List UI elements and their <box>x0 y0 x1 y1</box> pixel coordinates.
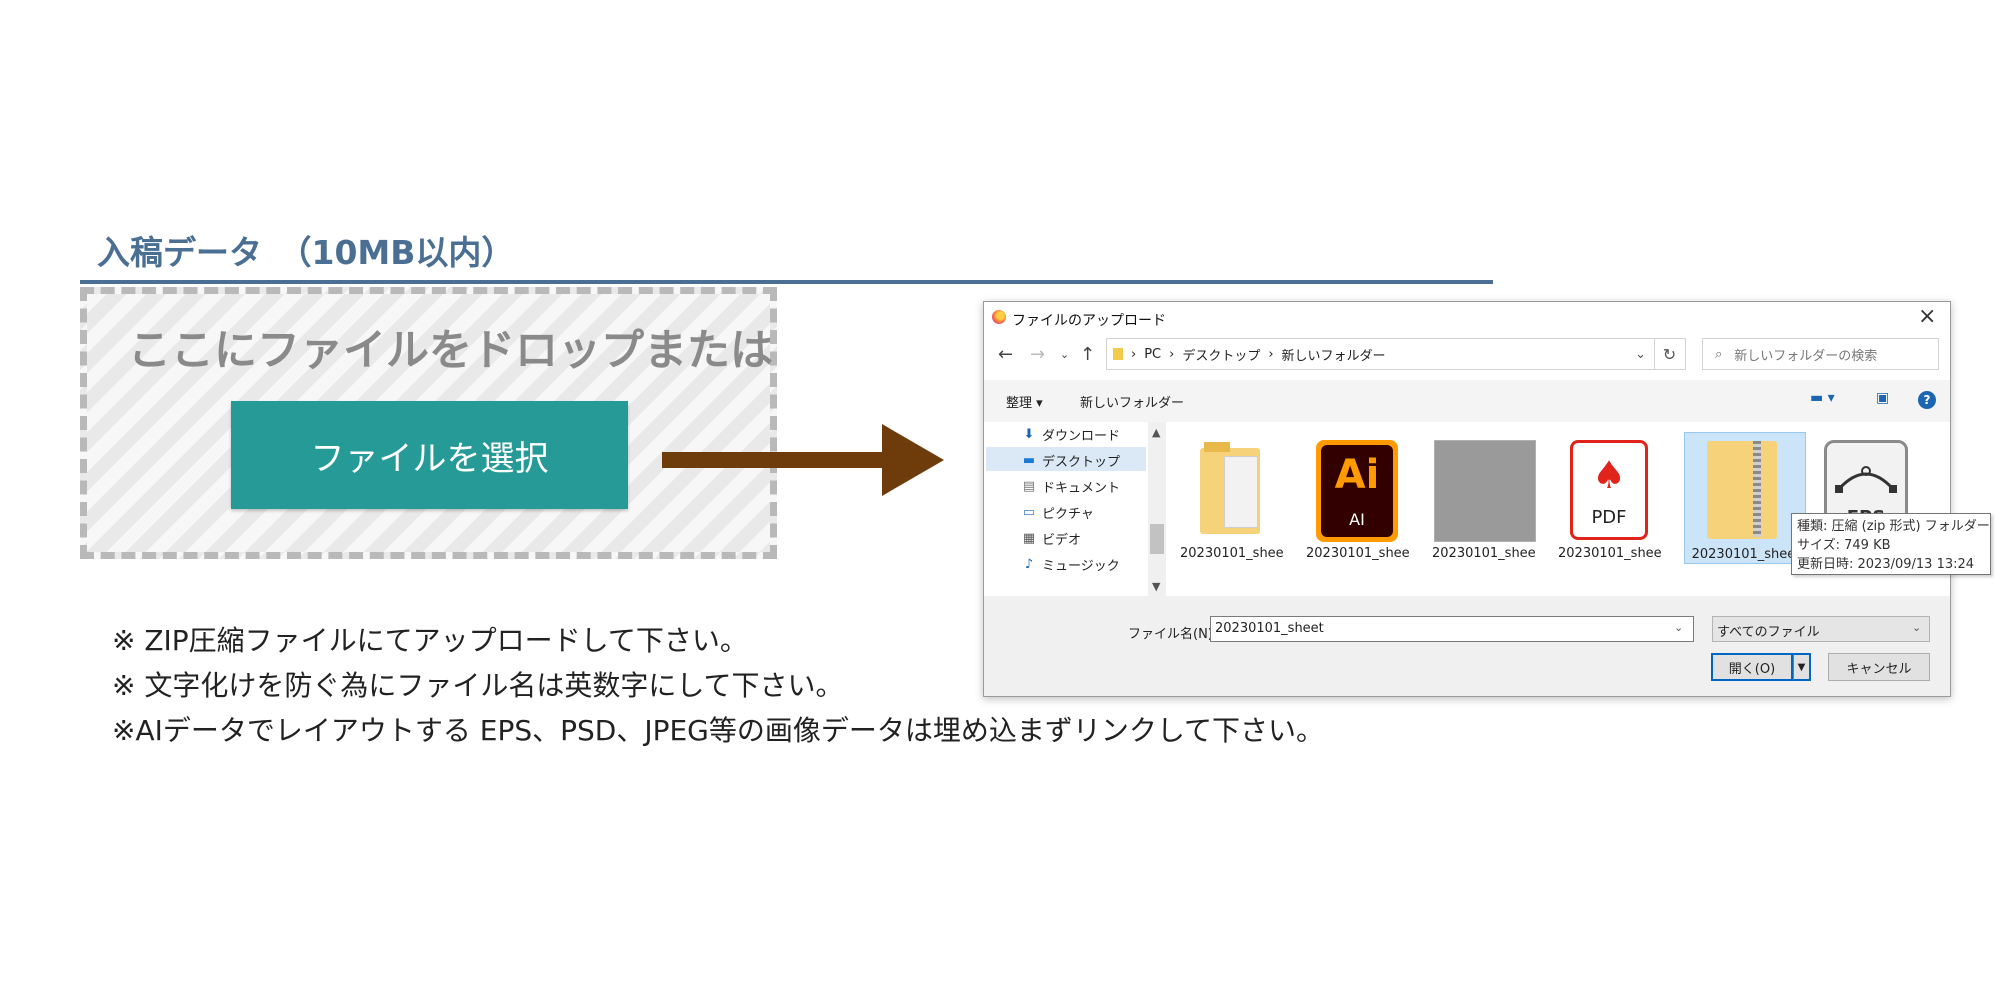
nav-item-music[interactable]: ♪ ミュージック <box>1022 555 1120 574</box>
file-upload-dialog: ファイルのアップロード × ← → ⌄ ↑ › PC › デスクトップ › 新し… <box>983 301 1951 697</box>
download-icon: ⬇ <box>1023 427 1035 442</box>
video-icon: ▦ <box>1022 531 1036 546</box>
file-name: 20230101_sheet <box>1432 546 1536 561</box>
file-name: 20230101_sheet <box>1180 546 1284 561</box>
image-thumbnail-icon <box>1434 440 1536 542</box>
cancel-button[interactable]: キャンセル <box>1828 653 1930 681</box>
file-tooltip: 種類: 圧縮 (zip 形式) フォルダー サイズ: 749 KB 更新日時: … <box>1791 513 1991 575</box>
scrollbar-thumb[interactable] <box>1150 524 1164 554</box>
filetype-select[interactable]: すべてのファイル <box>1712 616 1930 642</box>
note-link: ※AIデータでレイアウトする EPS、PSD、JPEG等の画像データは埋め込まず… <box>112 714 1325 747</box>
up-arrow-icon[interactable]: ↑ <box>1080 344 1096 365</box>
folder-small-icon <box>1113 348 1123 360</box>
file-item-image[interactable]: 20230101_sheet <box>1432 432 1536 564</box>
eps-icon: EPS <box>1824 440 1908 522</box>
file-item-eps[interactable]: EPS <box>1814 432 1934 522</box>
acrobat-glyph-icon: ♠ <box>1591 453 1627 497</box>
desktop-icon: ▬ <box>1022 453 1036 468</box>
file-item-pdf[interactable]: ♠ PDF 20230101_sheet <box>1558 432 1662 564</box>
nav-selection-highlight <box>986 447 1146 471</box>
open-button[interactable]: 開く(O) <box>1711 653 1793 681</box>
nav-item-label: ダウンロード <box>1042 429 1121 444</box>
scroll-down-icon[interactable]: ▼ <box>1152 580 1161 593</box>
toolbar <box>984 380 1950 422</box>
firefox-icon <box>992 310 1006 324</box>
recent-chevron-icon[interactable]: ⌄ <box>1060 348 1070 361</box>
nav-scrollbar[interactable] <box>1148 422 1166 596</box>
scroll-up-icon[interactable]: ▲ <box>1152 426 1161 439</box>
pdf-sub-text: PDF <box>1591 507 1627 528</box>
nav-item-label: ドキュメント <box>1042 481 1121 496</box>
filename-label: ファイル名(N): <box>1128 627 1218 642</box>
folder-icon <box>1200 442 1262 534</box>
file-item-folder[interactable]: 20230101_sheet <box>1180 432 1284 564</box>
refresh-icon[interactable]: ↻ <box>1654 338 1686 370</box>
nav-item-documents[interactable]: ▤ ドキュメント <box>1022 477 1120 496</box>
document-icon: ▤ <box>1022 479 1036 494</box>
tooltip-size: サイズ: 749 KB <box>1797 538 1891 553</box>
address-bar[interactable]: › PC › デスクトップ › 新しいフォルダー ⌄ <box>1106 338 1655 370</box>
new-folder-button[interactable]: 新しいフォルダー <box>1080 396 1185 411</box>
organize-button[interactable]: 整理 ▾ <box>1006 396 1043 411</box>
tooltip-type: 種類: 圧縮 (zip 形式) フォルダー <box>1797 519 1990 534</box>
ai-badge-text: Ai <box>1334 452 1380 498</box>
nav-item-label: ビデオ <box>1042 533 1082 548</box>
nav-item-downloads[interactable]: ⬇ ダウンロード <box>1022 425 1120 444</box>
back-arrow-icon[interactable]: ← <box>998 344 1014 365</box>
chevron-down-icon[interactable]: ⌄ <box>1674 621 1684 634</box>
picture-icon: ▭ <box>1022 505 1036 520</box>
illustrator-icon: Ai AI <box>1316 440 1398 542</box>
section-divider <box>80 280 1493 284</box>
note-zip: ※ ZIP圧縮ファイルにてアップロードして下さい。 <box>112 624 748 657</box>
ai-sub-text: AI <box>1349 510 1365 529</box>
file-name: 20230101_sheet <box>1691 547 1801 562</box>
preview-pane-icon[interactable]: ▣ <box>1876 390 1890 406</box>
chevron-right-icon: › <box>1268 346 1274 362</box>
chevron-down-icon[interactable]: ⌄ <box>1635 346 1646 362</box>
forward-arrow-icon[interactable]: → <box>1030 344 1046 365</box>
nav-item-label: ミュージック <box>1042 559 1120 574</box>
nav-item-desktop[interactable]: ▬ デスクトップ <box>1022 451 1120 470</box>
breadcrumb-desktop[interactable]: デスクトップ <box>1182 348 1261 364</box>
music-icon: ♪ <box>1024 557 1034 572</box>
close-icon[interactable]: × <box>1918 304 1937 329</box>
file-name: 20230101_sheet <box>1306 546 1410 561</box>
file-item-zip[interactable]: 20230101_sheet <box>1684 432 1806 564</box>
search-input[interactable]: ⌕ 新しいフォルダーの検索 <box>1702 338 1939 370</box>
file-name: 20230101_sheet <box>1558 546 1662 561</box>
nav-item-pictures[interactable]: ▭ ピクチャ <box>1022 503 1094 522</box>
view-options-icon[interactable]: ▬ ▾ <box>1810 390 1835 406</box>
nav-item-label: ピクチャ <box>1042 507 1094 522</box>
chevron-right-icon: › <box>1131 346 1137 362</box>
dropzone-label: ここにファイルをドロップまたは <box>128 326 773 376</box>
nav-item-label: デスクトップ <box>1042 455 1121 470</box>
breadcrumb-pc[interactable]: PC <box>1144 346 1162 362</box>
search-icon: ⌕ <box>1715 346 1723 362</box>
pdf-icon: ♠ PDF <box>1570 440 1648 540</box>
zip-folder-icon <box>1707 441 1781 539</box>
search-placeholder: 新しいフォルダーの検索 <box>1734 348 1878 364</box>
file-item-ai[interactable]: Ai AI 20230101_sheet <box>1306 432 1410 564</box>
tooltip-modified: 更新日時: 2023/09/13 13:24 <box>1797 557 1975 572</box>
arrow-right-icon <box>662 452 884 468</box>
help-icon[interactable]: ? <box>1918 391 1936 409</box>
note-filename: ※ 文字化けを防ぐ為にファイル名は英数字にして下さい。 <box>112 669 844 702</box>
nav-item-videos[interactable]: ▦ ビデオ <box>1022 529 1081 548</box>
chevron-right-icon: › <box>1169 346 1175 362</box>
dialog-title: ファイルのアップロード <box>1012 313 1166 329</box>
dialog-footer <box>984 596 1950 696</box>
breadcrumb-new-folder[interactable]: 新しいフォルダー <box>1281 348 1386 364</box>
arrow-head-icon <box>882 424 944 496</box>
chevron-down-icon[interactable]: ⌄ <box>1912 621 1922 634</box>
filename-input[interactable]: 20230101_sheet <box>1210 616 1694 642</box>
open-options-icon[interactable]: ▼ <box>1793 653 1811 681</box>
select-file-button[interactable]: ファイルを選択 <box>231 401 628 509</box>
section-title: 入稿データ （10MB以内） <box>97 233 515 272</box>
bezier-curve-icon <box>1835 466 1897 493</box>
